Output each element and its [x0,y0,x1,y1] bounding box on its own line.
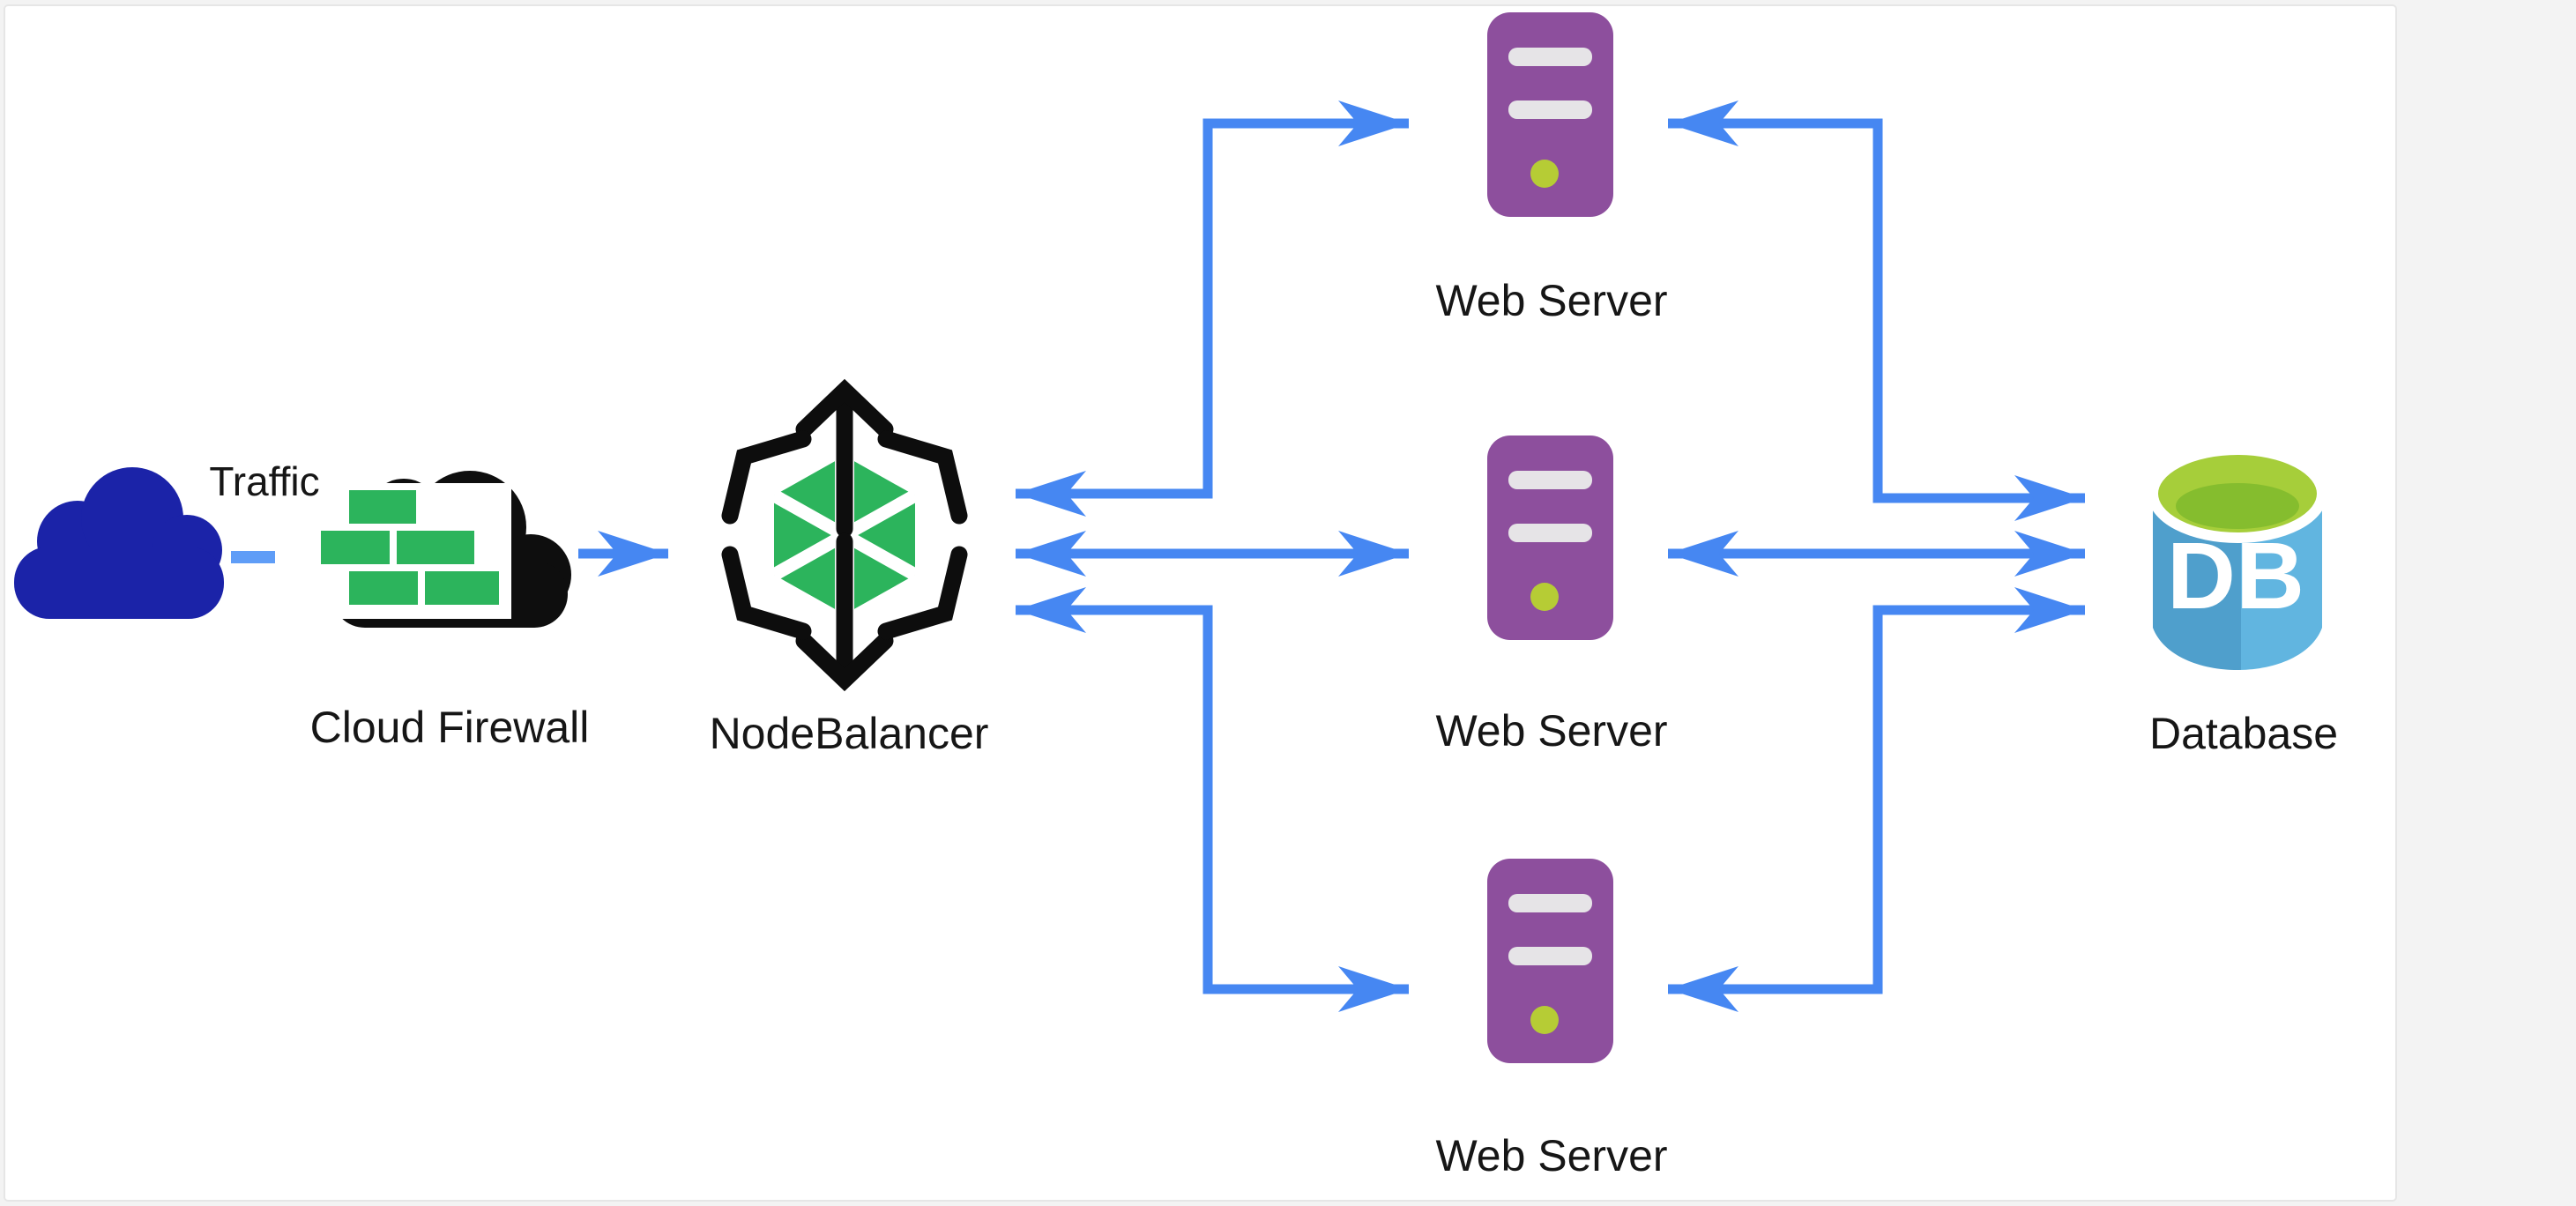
server-tower-icon [1487,436,1613,640]
edge-nodebalancer-webserver-bottom [1016,587,1409,1012]
webserver-top-label: Web Server [1435,276,1667,325]
database-icon-text: DB [2167,522,2304,629]
edge-nodebalancer-webserver-top [1016,100,1409,517]
traffic-node: Traffic [14,458,320,619]
webserver-bottom-label: Web Server [1435,1131,1667,1180]
edges [231,100,2085,1012]
edge-webserver-bottom-database [1668,587,2085,1012]
brick-wall [321,490,499,605]
server-tower-icon [1487,12,1613,217]
nodebalancer-arrows [721,378,968,692]
nodebalancer-label: NodeBalancer [710,709,989,758]
nodebalancer-node: NodeBalancer [710,378,989,758]
traffic-label: Traffic [209,458,319,504]
edge-webserver-top-database [1668,100,2085,521]
webserver-bottom-node: Web Server [1435,859,1668,1180]
server-tower-icon [1487,859,1613,1063]
traffic-cloud-icon [14,467,224,619]
nodebalancer-icon [721,378,968,692]
database-top-inner [2176,483,2299,529]
database-cylinder-icon: DB [2148,444,2327,670]
webserver-top-node: Web Server [1435,12,1668,325]
firewall-node: Cloud Firewall [310,471,590,752]
database-label: Database [2149,709,2338,758]
database-body [2153,494,2322,670]
webserver-middle-label: Web Server [1435,706,1667,756]
cloud-firewall-icon [321,471,571,628]
database-node: DB Database [2148,444,2338,758]
webserver-middle-node: Web Server [1435,436,1668,756]
firewall-label: Cloud Firewall [310,703,590,752]
